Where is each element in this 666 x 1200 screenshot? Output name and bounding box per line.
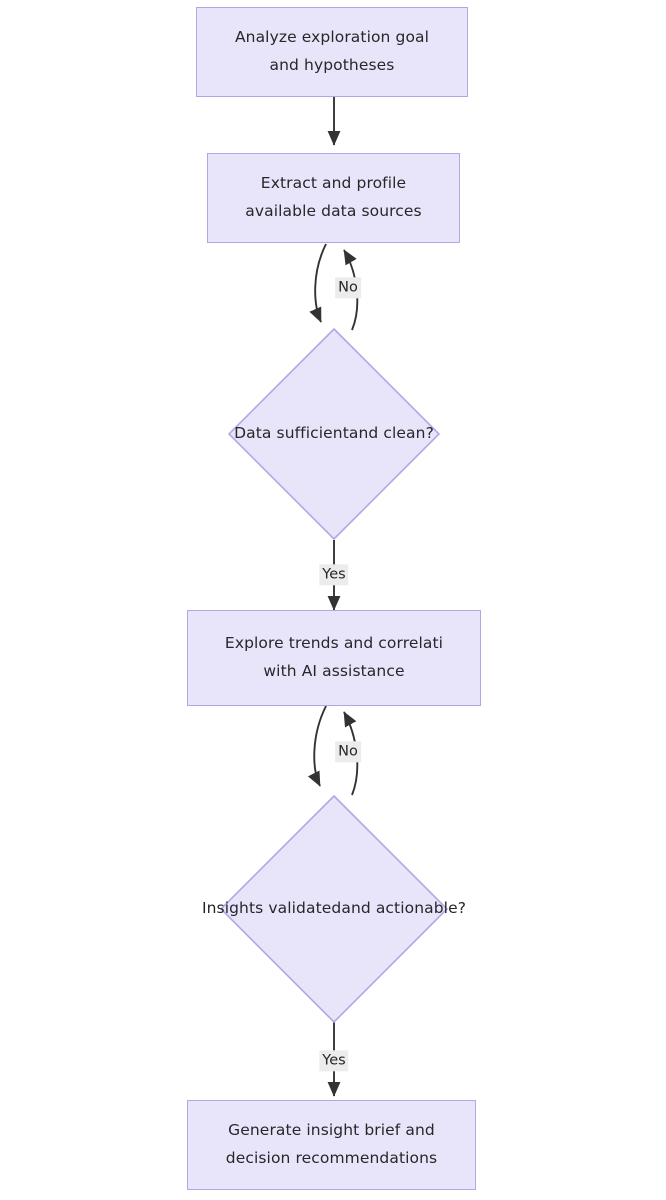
- node-line-2: and clean?: [348, 424, 434, 443]
- diamond-shape: [220, 795, 448, 1023]
- node-label: Extract and profile available data sourc…: [245, 170, 421, 225]
- edge-n2-n3: [309, 243, 327, 323]
- node-line-1: Generate insight brief and: [228, 1121, 435, 1140]
- node-analyze-exploration-goal[interactable]: Analyze exploration goal and hypotheses: [196, 7, 468, 97]
- edge-label-yes-data-sufficient: Yes: [319, 564, 349, 586]
- node-generate-insight-brief[interactable]: Generate insight brief and decision reco…: [187, 1100, 476, 1190]
- node-explore-trends-and-correlations[interactable]: Explore trends and correlati with AI ass…: [187, 610, 481, 706]
- edge-label-no-insights-validated: No: [335, 741, 361, 763]
- node-extract-and-profile[interactable]: Extract and profile available data sourc…: [207, 153, 460, 243]
- node-label: Insights validated and actionable?: [202, 795, 466, 1023]
- node-label: Data sufficient and clean?: [228, 328, 440, 540]
- node-line-2: and actionable?: [341, 899, 467, 918]
- edge-n4-n5: [307, 705, 327, 787]
- diamond-shape: [228, 328, 440, 540]
- node-label: Generate insight brief and decision reco…: [226, 1117, 437, 1172]
- node-line-2: decision recommendations: [225, 1149, 438, 1167]
- node-line-1: Analyze exploration goal: [234, 28, 430, 47]
- node-line-2: and hypotheses: [269, 56, 395, 74]
- node-label: Analyze exploration goal and hypotheses: [235, 24, 429, 79]
- node-insights-validated-and-actionable[interactable]: Insights validated and actionable?: [202, 795, 466, 1023]
- node-line-1: Insights validated: [201, 899, 342, 918]
- node-line-2: available data sources: [245, 202, 422, 220]
- node-line-1: Extract and profile: [260, 174, 407, 193]
- node-label: Explore trends and correlati with AI ass…: [225, 630, 443, 685]
- node-data-sufficient-and-clean[interactable]: Data sufficient and clean?: [228, 328, 440, 540]
- edge-label-no-data-sufficient: No: [335, 277, 361, 299]
- node-line-2: with AI assistance: [263, 662, 405, 680]
- node-line-1: Data sufficient: [234, 424, 349, 443]
- node-line-1: Explore trends and correlati: [224, 634, 444, 653]
- edge-label-yes-insights-validated: Yes: [319, 1050, 349, 1072]
